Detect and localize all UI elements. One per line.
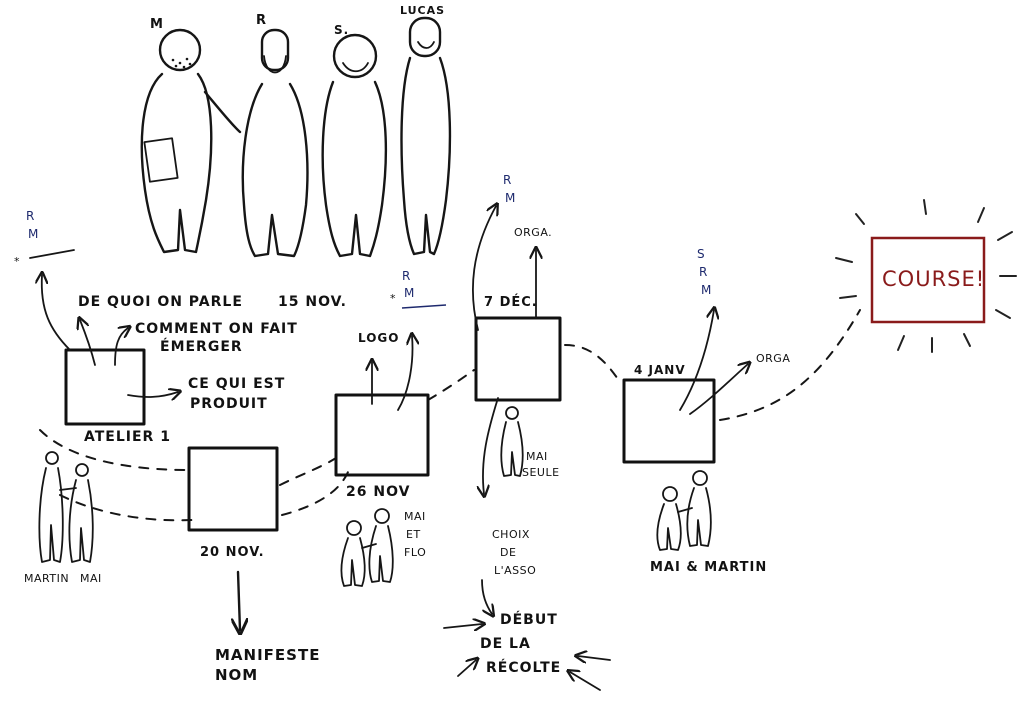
4janv-reviewer-r: R	[699, 265, 707, 279]
label-r: R	[256, 13, 267, 28]
course-burst-rays	[835, 199, 1017, 353]
atelier1-out-3a: CE QUI EST	[188, 376, 285, 392]
people-martin-label: MARTIN	[24, 572, 69, 585]
choix-1: CHOIX	[492, 528, 530, 541]
box-20nov	[187, 446, 279, 532]
debut-2: DE LA	[480, 636, 531, 652]
atelier1-outputs: DE QUOI ON PARLE COMMENT ON FAIT ÉMERGER…	[42, 275, 347, 445]
26nov-people-1: MAI	[404, 510, 426, 523]
character-r: R	[241, 13, 309, 258]
atelier1-reviewers: R M *	[14, 209, 75, 268]
course-box	[870, 236, 986, 324]
finale-course: COURSE!	[835, 199, 1017, 353]
date-20nov: 20 NOV.	[200, 545, 265, 560]
4janv-reviewer-m: M	[701, 283, 711, 297]
atelier1-star: *	[14, 255, 20, 268]
date-15nov: 15 NOV.	[278, 294, 347, 310]
box-7dec	[474, 316, 562, 402]
7dec-reviewer-r: R	[503, 173, 511, 187]
date-4janv: 4 JANV	[634, 363, 686, 377]
step-20nov-annotations: 20 NOV. MANIFESTE NOM	[200, 545, 320, 684]
label-s: S.	[334, 23, 349, 37]
26nov-reviewer-m: M	[404, 286, 414, 300]
26nov-people-3: FLO	[404, 546, 426, 559]
date-7dec: 7 DÉC.	[484, 294, 538, 310]
people-mai-label: MAI	[80, 572, 102, 585]
label-m: M	[150, 17, 164, 32]
26nov-star: *	[390, 292, 396, 305]
date-26nov: 26 NOV	[346, 484, 410, 500]
atelier1-reviewer-m: M	[28, 227, 38, 241]
atelier1-out-2a: COMMENT ON FAIT	[135, 321, 298, 337]
atelier1-title: ATELIER 1	[84, 429, 171, 445]
atelier1-out-3b: PRODUIT	[190, 396, 268, 412]
debut-3: RÉCOLTE	[486, 659, 561, 676]
character-s: S.	[321, 23, 388, 258]
output-orga-4janv: ORGA	[756, 352, 790, 365]
debut-1: DÉBUT	[500, 611, 558, 628]
atelier1-out-2b: ÉMERGER	[160, 338, 243, 355]
character-m: M	[140, 17, 242, 254]
box-4janv	[622, 378, 716, 464]
4janv-reviewer-s: S	[697, 247, 705, 261]
7dec-people-2: SEULE	[522, 466, 560, 479]
output-logo: LOGO	[358, 331, 399, 345]
output-orga-7dec: ORGA.	[514, 226, 552, 239]
26nov-people-2: ET	[406, 528, 421, 541]
box-atelier1	[64, 348, 146, 426]
output-manifeste: MANIFESTE	[215, 646, 320, 664]
output-nom: NOM	[215, 666, 258, 684]
course-label: COURSE!	[882, 267, 985, 291]
4janv-people: MAI & MARTIN	[650, 560, 767, 575]
dashed-connectors	[39, 309, 861, 522]
7dec-people-1: MAI	[526, 450, 548, 463]
label-lucas: LUCAS	[400, 4, 445, 17]
box-26nov	[334, 393, 430, 477]
character-lucas: LUCAS	[400, 4, 452, 256]
26nov-reviewer-r: R	[402, 269, 410, 283]
atelier1-out-1: DE QUOI ON PARLE	[78, 294, 243, 310]
choix-2: DE	[500, 546, 516, 559]
atelier1-reviewer-r: R	[26, 209, 34, 223]
step-4janv-annotations: 4 JANV S R M ORGA MAI & MARTIN	[634, 247, 790, 575]
choix-3: L'ASSO	[494, 564, 536, 577]
step-26nov-annotations: LOGO R M * 26 NOV MAI ET FLO	[340, 269, 447, 587]
7dec-reviewer-m: M	[505, 191, 515, 205]
people-martin-mai-left: MARTIN MAI	[24, 451, 102, 585]
step-7dec-annotations: 7 DÉC. R M ORGA. MAI SEULE CHOIX DE L'AS…	[443, 173, 611, 691]
